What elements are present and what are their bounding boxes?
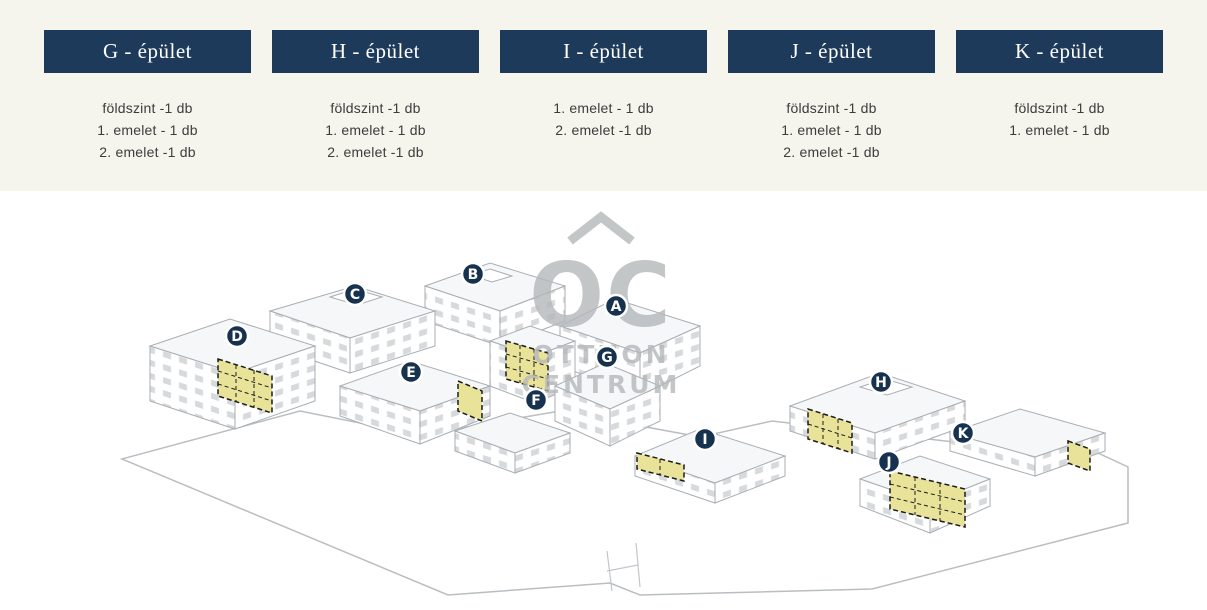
building-g-floor-list: földszint -1 db 1. emelet - 1 db 2. emel… bbox=[44, 97, 251, 163]
floor-line: földszint -1 db bbox=[1014, 100, 1105, 116]
building-k-button[interactable]: K - épület bbox=[956, 30, 1163, 73]
badge-building-g[interactable]: G bbox=[594, 344, 620, 370]
building-j-button[interactable]: J - épület bbox=[728, 30, 935, 73]
building-g-button[interactable]: G - épület bbox=[44, 30, 251, 73]
floor-line: 2. emelet -1 db bbox=[327, 144, 424, 160]
highlight-unit-j[interactable] bbox=[889, 470, 966, 528]
building-column-h: H - épület földszint -1 db 1. emelet - 1… bbox=[272, 30, 479, 163]
building-column-k: K - épület földszint -1 db 1. emelet - 1… bbox=[956, 30, 1163, 163]
highlight-unit-h[interactable] bbox=[807, 407, 853, 455]
floor-line: 2. emelet -1 db bbox=[555, 122, 652, 138]
highlight-unit-i[interactable] bbox=[636, 452, 685, 482]
building-d-drawing bbox=[148, 318, 317, 430]
ground-paths bbox=[606, 542, 641, 592]
building-g-drawing bbox=[553, 362, 662, 447]
floor-line: 2. emelet -1 db bbox=[783, 144, 880, 160]
building-b-drawing bbox=[423, 262, 567, 347]
badge-building-i[interactable]: I bbox=[692, 426, 718, 452]
highlight-unit-d[interactable] bbox=[217, 357, 273, 415]
floor-line: 1. emelet - 1 db bbox=[1009, 122, 1110, 138]
floor-line: földszint -1 db bbox=[330, 100, 421, 116]
badge-building-f[interactable]: F bbox=[523, 387, 549, 413]
building-j-floor-list: földszint -1 db 1. emelet - 1 db 2. emel… bbox=[728, 97, 935, 163]
building-column-g: G - épület földszint -1 db 1. emelet - 1… bbox=[44, 30, 251, 163]
floor-line: földszint -1 db bbox=[102, 100, 193, 116]
badge-building-h[interactable]: H bbox=[868, 369, 894, 395]
building-columns: G - épület földszint -1 db 1. emelet - 1… bbox=[44, 30, 1163, 163]
badge-building-k[interactable]: K bbox=[950, 420, 976, 446]
watermark-roof-icon bbox=[567, 211, 635, 245]
floor-line: 1. emelet - 1 db bbox=[553, 100, 654, 116]
badge-building-c[interactable]: C bbox=[342, 281, 368, 307]
highlight-unit-e[interactable] bbox=[457, 379, 483, 423]
floor-line: 2. emelet -1 db bbox=[99, 144, 196, 160]
building-column-i: I - épület 1. emelet - 1 db 2. emelet -1… bbox=[500, 30, 707, 163]
badge-building-d[interactable]: D bbox=[224, 323, 250, 349]
badge-building-b[interactable]: B bbox=[460, 261, 486, 287]
site-plan: OC OTTHON CENTRUM A B C D E F G H I J K bbox=[0, 191, 1207, 610]
building-center-low-drawing bbox=[453, 412, 572, 474]
building-k-floor-list: földszint -1 db 1. emelet - 1 db bbox=[956, 97, 1163, 141]
watermark-initials: OC bbox=[529, 244, 672, 347]
site-plan-drawing: OC OTTHON CENTRUM A B C D E F G H I J K bbox=[119, 211, 1129, 596]
highlight-unit-g[interactable] bbox=[505, 340, 549, 392]
building-i-floor-list: 1. emelet - 1 db 2. emelet -1 db bbox=[500, 97, 707, 141]
floor-line: 1. emelet - 1 db bbox=[325, 122, 426, 138]
floor-line: 1. emelet - 1 db bbox=[97, 122, 198, 138]
availability-panel: G - épület földszint -1 db 1. emelet - 1… bbox=[0, 0, 1207, 191]
building-h-button[interactable]: H - épület bbox=[272, 30, 479, 73]
building-i-button[interactable]: I - épület bbox=[500, 30, 707, 73]
floor-line: 1. emelet - 1 db bbox=[781, 122, 882, 138]
highlight-unit-k[interactable] bbox=[1067, 439, 1091, 473]
badge-building-j[interactable]: J bbox=[876, 449, 902, 475]
building-h-floor-list: földszint -1 db 1. emelet - 1 db 2. emel… bbox=[272, 97, 479, 163]
watermark-line2: CENTRUM bbox=[522, 370, 681, 399]
badge-building-a[interactable]: A bbox=[603, 293, 629, 319]
building-column-j: J - épület földszint -1 db 1. emelet - 1… bbox=[728, 30, 935, 163]
badge-building-e[interactable]: E bbox=[398, 359, 424, 385]
otthon-centrum-watermark: OC OTTHON CENTRUM bbox=[522, 211, 681, 399]
floor-line: földszint -1 db bbox=[786, 100, 877, 116]
